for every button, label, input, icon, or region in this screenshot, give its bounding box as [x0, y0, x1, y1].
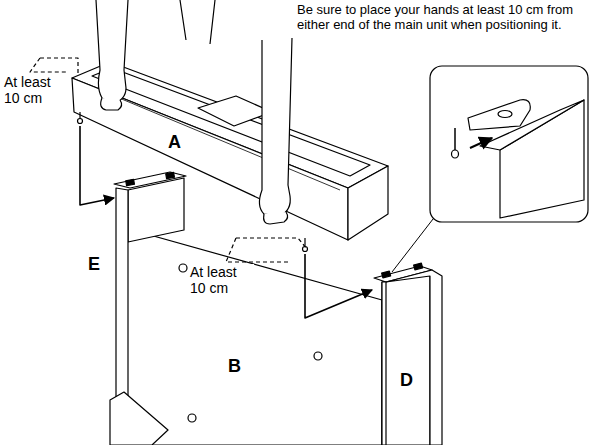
detail-callout: [392, 66, 588, 272]
line-art: [198, 96, 272, 126]
line-art: [125, 228, 382, 445]
dimension-label: At least 10 cm: [188, 264, 254, 296]
line-art: [166, 172, 175, 178]
line-art: [226, 238, 290, 262]
line-art: [114, 172, 186, 188]
left-side-panel: [110, 172, 186, 445]
caution-note: Be sure to place your hands at least 10 …: [297, 2, 589, 32]
line-art: [414, 263, 423, 270]
line-art: [30, 58, 68, 72]
line-art: [236, 238, 306, 248]
part-letter: D: [398, 370, 415, 390]
line-art: [264, 212, 288, 224]
part-letter: B: [226, 356, 243, 376]
line-art: [382, 270, 430, 445]
line-art: [498, 111, 512, 118]
placement-arrows: [80, 126, 372, 318]
back-board: [125, 228, 382, 445]
line-art: [452, 150, 459, 158]
line-art: [179, 264, 187, 272]
dimension-marks: [30, 58, 306, 262]
hands: [96, 0, 292, 224]
line-art: [305, 254, 372, 318]
line-art: [100, 90, 340, 190]
part-letter: A: [166, 132, 183, 152]
line-art: [454, 128, 456, 152]
line-art: [180, 0, 215, 44]
line-art: [30, 0, 588, 445]
line-art: [468, 100, 530, 130]
part-letter: E: [86, 254, 102, 274]
line-art: [78, 119, 83, 124]
line-art: [470, 138, 492, 148]
line-art: [430, 66, 588, 222]
right-side-panel: [374, 263, 442, 445]
line-art: [386, 270, 442, 445]
line-art: [348, 166, 388, 240]
line-art: [101, 98, 122, 110]
line-art: [96, 0, 128, 104]
line-art: [382, 282, 386, 445]
line-art: [188, 414, 196, 422]
line-art: [259, 38, 292, 216]
line-art: [80, 126, 114, 205]
line-art: [110, 392, 168, 445]
line-art: [382, 271, 391, 278]
dimension-label: At least 10 cm: [2, 74, 68, 106]
line-art: [314, 352, 322, 360]
line-art: [126, 179, 135, 185]
line-art: [92, 68, 370, 176]
line-art: [128, 178, 184, 242]
line-art: [392, 210, 440, 272]
